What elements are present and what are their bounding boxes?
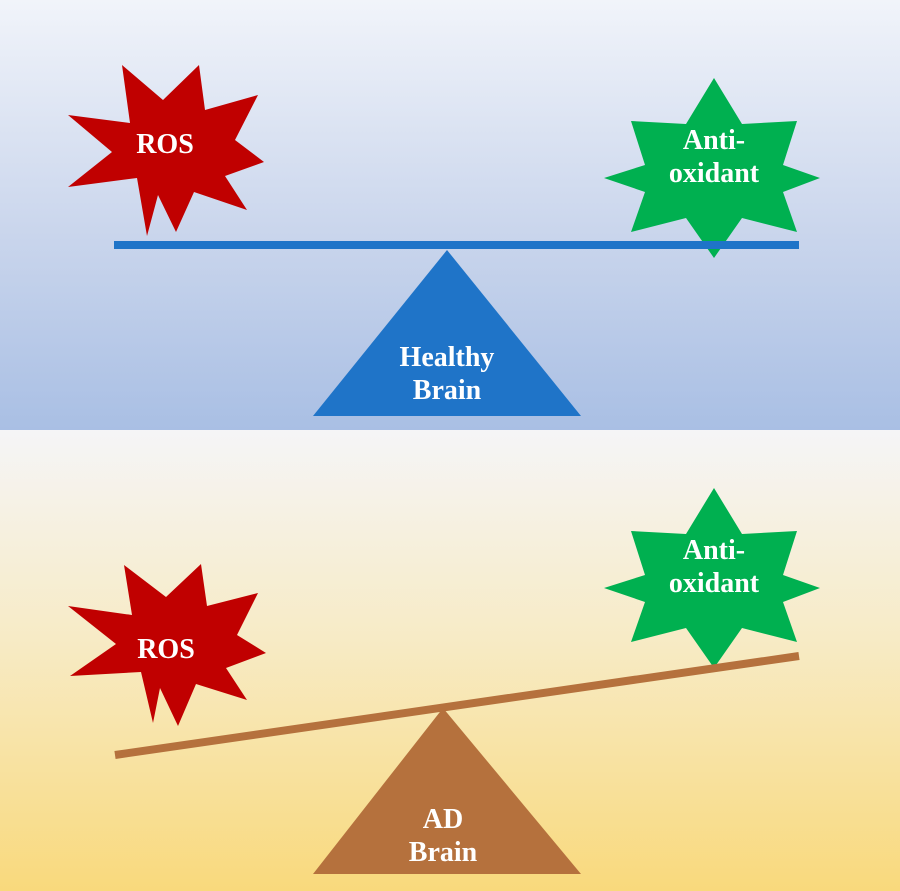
fulcrum-triangle: [313, 708, 581, 874]
ros-burst-shape: [68, 65, 264, 236]
fulcrum-triangle: [313, 250, 581, 416]
ros-label: ROS: [137, 634, 195, 665]
ros-label: ROS: [136, 129, 194, 160]
antioxidant-label-line2: oxidant: [669, 158, 760, 189]
fulcrum-label-line2: Brain: [409, 837, 478, 868]
antioxidant-label-line2: oxidant: [669, 568, 760, 599]
healthy-brain-diagram: ROS Anti- oxidant Healthy Brain: [68, 65, 820, 416]
seesaw-beam: [114, 241, 799, 249]
fulcrum-label-line1: Healthy: [400, 342, 495, 373]
antioxidant-label-line1: Anti-: [683, 535, 745, 566]
seesaw-beam: [114, 652, 800, 759]
ad-brain-panel: ROS Anti- oxidant AD Brain: [0, 430, 900, 891]
antioxidant-star-shape: [604, 78, 820, 258]
healthy-brain-panel: ROS Anti- oxidant Healthy Brain: [0, 0, 900, 430]
ad-brain-diagram: ROS Anti- oxidant AD Brain: [68, 488, 820, 874]
fulcrum-label-line1: AD: [423, 804, 463, 835]
ros-burst-shape: [68, 564, 266, 726]
antioxidant-label-line1: Anti-: [683, 125, 745, 156]
antioxidant-star-shape: [604, 488, 820, 668]
fulcrum-label-line2: Brain: [413, 375, 482, 406]
